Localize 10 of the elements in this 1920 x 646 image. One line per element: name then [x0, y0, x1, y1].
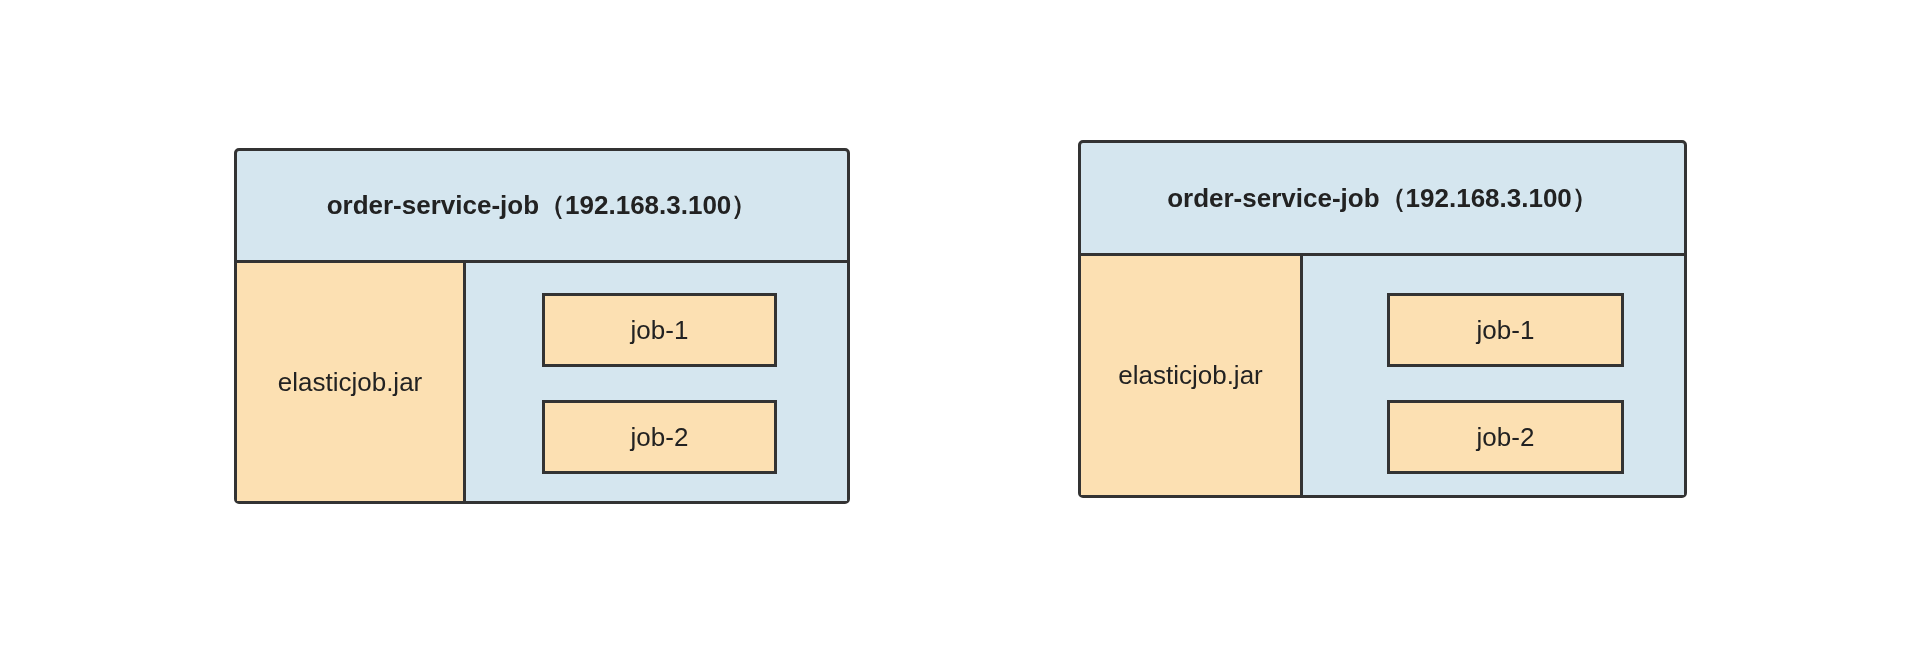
server-box	[234, 148, 850, 504]
header-text: order-service-job（192.168.3.100）	[326, 189, 758, 222]
job-box: job-2	[542, 400, 777, 474]
server-box	[1078, 140, 1687, 498]
job-box: job-2	[1387, 400, 1624, 474]
job-box: job-1	[1387, 293, 1624, 367]
job-box: job-1	[542, 293, 777, 367]
jar-box: elasticjob.jar	[237, 263, 466, 501]
jar-box: elasticjob.jar	[1081, 256, 1303, 495]
header-text: order-service-job（192.168.3.100）	[1167, 181, 1598, 215]
